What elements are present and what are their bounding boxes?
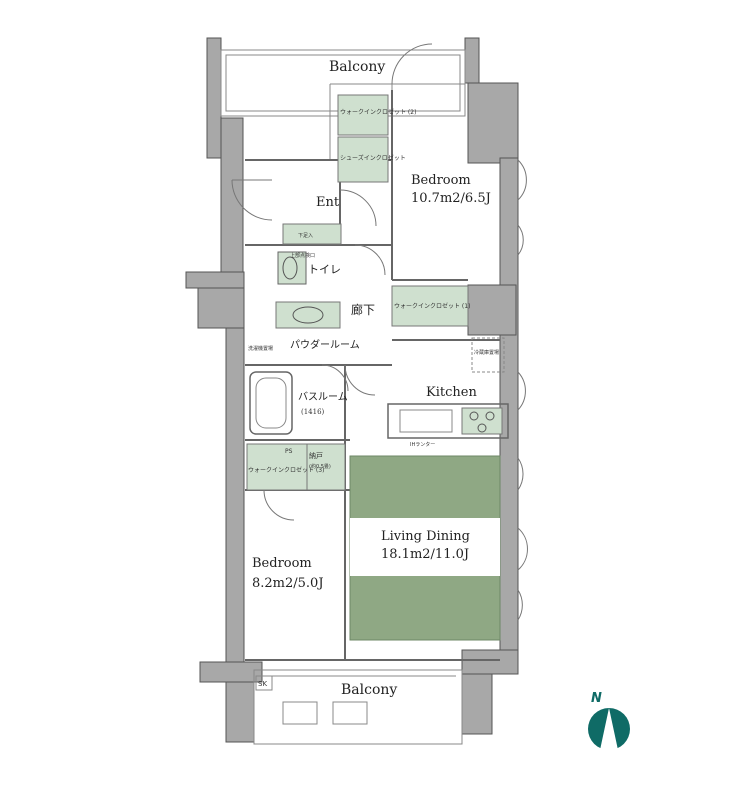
range-label: IHランター: [410, 441, 435, 448]
shoes-label: シューズインクロゼット: [340, 154, 406, 162]
powder-counter: [275, 301, 341, 329]
room-labels: Balcony Bedroom 10.7m2/6.5J Ent 廊下 トイレ パ…: [252, 59, 491, 698]
closet-wic2: [337, 94, 389, 136]
compass-needle-icon: [600, 708, 618, 750]
wall-east-mid: [467, 284, 517, 336]
toilet-fixture: [277, 251, 307, 285]
shoe-rack-label: 下足入: [298, 233, 313, 239]
living-dining-label: Living Dining: [381, 529, 470, 544]
closet-labels: ウォークインクロゼット (2) シューズインクロゼット ウォークインクロゼット …: [248, 108, 470, 474]
wall-east: [499, 157, 519, 659]
closet-shoes: [337, 136, 389, 183]
ps-label: PS: [285, 448, 293, 455]
compass: N: [588, 691, 630, 750]
bedroom-west-label: Bedroom: [252, 556, 312, 571]
wall-west-notch2: [197, 287, 245, 329]
powder-room-label: パウダールーム: [290, 338, 360, 351]
wall-balcony-top-left: [206, 37, 222, 159]
fridge-label: 冷蔵庫置場: [474, 349, 499, 356]
washbasin: [292, 306, 324, 324]
wic3-label: ウォークインクロゼット (3): [248, 466, 324, 474]
wall-balcony-top-right: [464, 37, 480, 84]
living-dining-area: 18.1m2/11.0J: [381, 547, 469, 562]
wall-east-top: [467, 82, 519, 164]
wall-bottom-left2: [225, 681, 255, 743]
closets: [246, 94, 469, 491]
balcony-top-label: Balcony: [329, 59, 385, 75]
wall-bottom-right2: [461, 673, 493, 735]
wic1-label: ウォークインクロゼット (1): [394, 302, 470, 310]
closet-wic1: [391, 285, 469, 327]
closet-storage: [306, 443, 346, 491]
storage-label: 納戸: [309, 451, 323, 460]
balcony-bottom-outline: [253, 669, 463, 745]
compass-north-label: N: [591, 691, 602, 706]
east-windows: [517, 159, 528, 621]
bathroom-size: (1416): [301, 408, 325, 416]
top-vent-label: 上部点検口: [290, 252, 315, 259]
washer-label: 洗濯機置場: [248, 345, 273, 352]
wall-west-notch: [185, 271, 245, 289]
toilet-label: トイレ: [308, 263, 341, 276]
living-dining-label-box: [350, 518, 500, 576]
bedroom-main-area: 10.7m2/6.5J: [411, 191, 491, 206]
fixture-labels: PS SK 上部点検口 洗濯機置場 IHランター 冷蔵庫置場 下足入: [248, 233, 499, 688]
outer-walls: [185, 37, 519, 743]
hallway-label: 廊下: [351, 302, 375, 317]
wall-bottom-left: [199, 661, 263, 683]
bathroom-label: バスルーム: [298, 391, 348, 403]
storage-size: (約0.5畳): [309, 463, 331, 470]
entrance-label: Ent: [316, 195, 340, 210]
kitchen-counter: [387, 403, 509, 439]
sk-label: SK: [258, 680, 267, 688]
shoe-rack: [282, 223, 342, 245]
fridge-space: [471, 337, 505, 373]
wall-west-upper: [220, 117, 244, 277]
bedroom-west-area: 8.2m2/5.0J: [252, 576, 324, 591]
wall-west-lower: [225, 327, 245, 663]
kitchen-label: Kitchen: [426, 385, 477, 400]
bedroom-main-label: Bedroom: [411, 173, 471, 188]
wic2-label: ウォークインクロゼット (2): [340, 108, 416, 116]
wall-bottom-right: [461, 649, 519, 675]
door-swings: [231, 43, 433, 521]
closet-wic3: [246, 443, 308, 491]
bathtub: [249, 371, 293, 435]
balcony-bottom-label: Balcony: [341, 682, 397, 698]
